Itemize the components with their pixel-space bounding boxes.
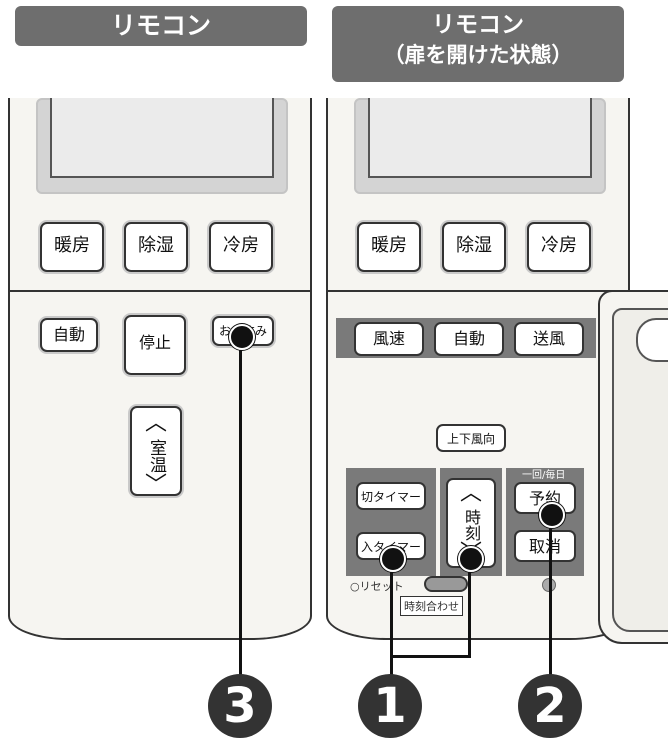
chevron-up-icon: ︿ [459, 481, 482, 506]
fan-button[interactable]: 送風 [514, 322, 584, 356]
left-temp-label: 室温 [146, 439, 166, 473]
left-cool-button[interactable]: 冷房 [209, 222, 273, 272]
left-divider [10, 290, 310, 292]
callout-2-number: 2 [518, 674, 582, 738]
schedule-caption: 一回/毎日 [522, 470, 566, 481]
right-dry-button[interactable]: 除湿 [442, 222, 506, 272]
callout-2-line [549, 512, 552, 684]
right-auto-button[interactable]: 自動 [434, 322, 504, 356]
right-header-title: リモコン [432, 12, 524, 38]
callout-3-line [239, 334, 242, 684]
left-header: リモコン [15, 6, 307, 46]
callout-1-number: 1 [358, 674, 422, 738]
louver-button[interactable]: 上下風向 [436, 424, 506, 452]
callout-1-line-b [468, 556, 471, 658]
time-label: 時刻 [462, 509, 481, 541]
right-header: リモコン （扉を開けた状態） [332, 6, 624, 82]
right-heat-button[interactable]: 暖房 [357, 222, 421, 272]
left-display [50, 98, 274, 178]
fan-speed-button[interactable]: 風速 [354, 322, 424, 356]
reset-label[interactable]: ○リセット [350, 580, 404, 593]
door-inner [612, 308, 668, 632]
chevron-up-icon: ︿ [144, 411, 167, 436]
callout-1-dot-b [458, 546, 484, 572]
callout-3-dot [229, 324, 255, 350]
time-set-label: 時刻合わせ [400, 596, 463, 616]
off-timer-button[interactable]: 切タイマー [356, 482, 426, 510]
callout-1-join [390, 655, 471, 658]
callout-3-number: 3 [208, 674, 272, 738]
right-cool-button[interactable]: 冷房 [527, 222, 591, 272]
right-header-subtitle: （扉を開けた状態） [383, 43, 573, 67]
right-display [368, 98, 592, 178]
left-auto-button[interactable]: 自動 [40, 318, 98, 352]
cancel-button[interactable]: 取消 [514, 530, 576, 562]
door-slot [636, 318, 668, 362]
left-temp-rocker[interactable]: ︿ 室温 ﹀ [130, 406, 182, 498]
left-heat-button[interactable]: 暖房 [40, 222, 104, 272]
left-dry-button[interactable]: 除湿 [124, 222, 188, 272]
callout-1-line-a [390, 556, 393, 686]
chevron-down-icon: ﹀ [144, 473, 167, 498]
left-stop-button[interactable]: 停止 [124, 315, 186, 375]
time-set-switch[interactable] [424, 576, 468, 592]
callout-2-dot [539, 502, 565, 528]
right-divider [328, 290, 628, 292]
callout-1-dot-a [380, 546, 406, 572]
left-remote [8, 98, 312, 640]
